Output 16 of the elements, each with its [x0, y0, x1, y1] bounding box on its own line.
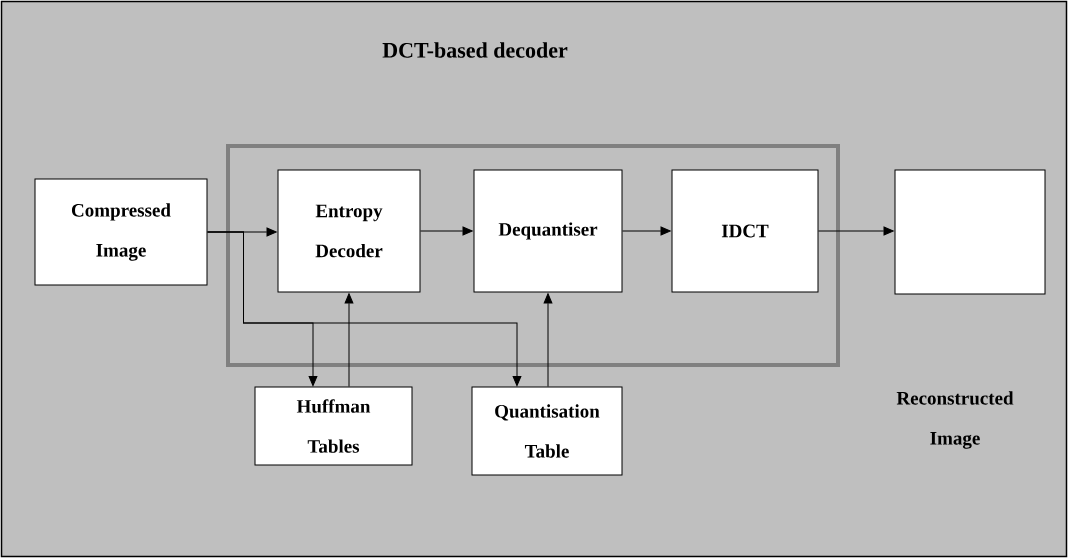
table-box: Huffman Tables: [254, 386, 413, 466]
arrow: [207, 231, 522, 387]
process-box: Dequantiser: [473, 169, 623, 293]
input-box: Compressed Image: [34, 178, 208, 286]
arrow: [344, 293, 354, 387]
process-box: Entropy Decoder: [277, 169, 421, 293]
arrow: [543, 293, 553, 387]
output-label: Reconstructed Image: [896, 391, 1014, 449]
arrow: [622, 226, 671, 236]
arrow: [420, 226, 473, 236]
group-frame: [226, 144, 840, 367]
arrow: [818, 226, 894, 236]
output-box: [894, 169, 1046, 295]
title: DCT-based decoder: [382, 42, 568, 58]
table-box: Quantisation Table: [471, 386, 623, 476]
process-box: IDCT: [671, 169, 819, 293]
